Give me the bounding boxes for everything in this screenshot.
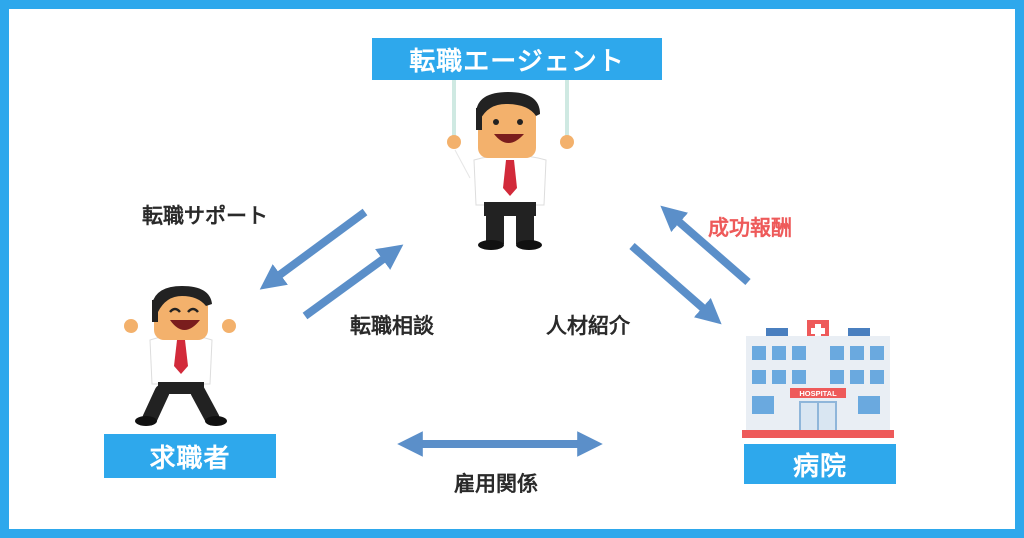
hospital-illustration: HOSPITAL bbox=[742, 320, 894, 438]
hospital-tag: 病院 bbox=[744, 444, 896, 484]
job-seeker-tag: 求職者 bbox=[104, 434, 276, 478]
arrow-career-consultation bbox=[302, 244, 404, 320]
job-seeker-label: 求職者 bbox=[149, 443, 231, 474]
arrow-career-support bbox=[259, 208, 368, 290]
arrow-success-fee bbox=[660, 205, 751, 286]
label-success-fee: 成功報酬 bbox=[708, 216, 792, 240]
label-career-consultation: 転職相談 bbox=[350, 314, 434, 338]
agent-label: 転職エージェント bbox=[409, 46, 625, 77]
job-seeker-illustration bbox=[124, 286, 236, 426]
agent-illustration bbox=[447, 80, 574, 250]
label-career-support: 転職サポート bbox=[142, 204, 268, 228]
label-employment: 雇用関係 bbox=[454, 472, 538, 496]
hospital-sign-text: HOSPITAL bbox=[799, 389, 837, 398]
arrow-talent-introduction bbox=[629, 242, 722, 325]
agent-tag: 転職エージェント bbox=[372, 38, 662, 80]
label-talent-introduction: 人材紹介 bbox=[546, 314, 630, 338]
hospital-label: 病院 bbox=[792, 451, 847, 482]
